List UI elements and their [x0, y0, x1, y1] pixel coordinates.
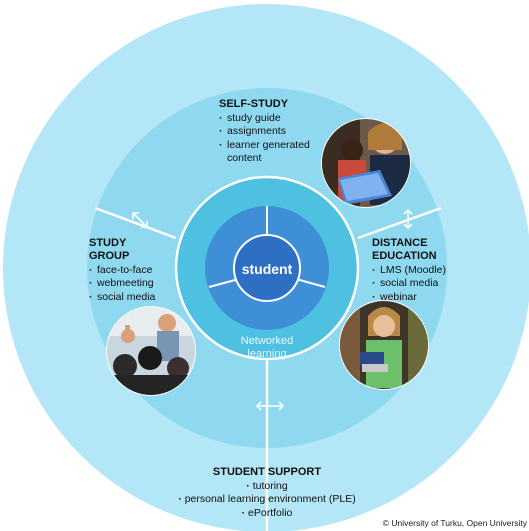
photo-distance-education [339, 300, 429, 390]
student-support-list: tutoring personal learning environment (… [0, 480, 529, 520]
list-item: face-to-face [89, 264, 155, 278]
distance-education-title-line1: DISTANCE [372, 237, 428, 249]
inner-ring-edge [174, 175, 360, 361]
core-inner [233, 234, 301, 302]
study-group-list: face-to-face webmeeting social media [89, 264, 155, 305]
distance-education-list: LMS (Moodle) social media webinar [372, 264, 446, 305]
list-item: LMS (Moodle) [372, 264, 446, 278]
list-item: personal learning environment (PLE) [0, 493, 529, 506]
double-arrow-icon [403, 208, 413, 230]
networked-label-line2: learning [247, 348, 286, 360]
double-arrow-icon [255, 401, 285, 411]
self-study-list: study guide assignments learner generate… [219, 112, 327, 166]
photo-study-group [106, 306, 196, 396]
photo-self-study [321, 118, 411, 208]
list-item: social media [89, 291, 155, 305]
double-arrow-icon [132, 212, 148, 228]
study-group-title-line2: GROUP [89, 250, 130, 262]
divider-right [357, 206, 442, 240]
copyright-credit: © University of Turku, Open University [382, 518, 527, 528]
list-item: assignments [219, 125, 327, 139]
list-item: study guide [219, 112, 327, 126]
self-study-title: SELF-STUDY [219, 98, 289, 110]
core-divider-left [208, 278, 240, 288]
list-item: tutoring [0, 480, 529, 493]
student-label: student [242, 261, 293, 277]
student-support-title: STUDENT SUPPORT [212, 466, 322, 478]
list-item: learner generated content [219, 139, 327, 166]
list-item: webinar [372, 291, 446, 305]
list-item: ePortfolio [0, 507, 529, 520]
networked-label-line1: Networked [241, 335, 294, 347]
distance-education-title-line2: EDUCATION [372, 250, 437, 262]
list-item: webmeeting [89, 277, 155, 291]
core-divider-right [295, 278, 326, 288]
list-item: social media [372, 277, 446, 291]
study-group-title-line1: STUDY [89, 237, 127, 249]
divider-left [94, 206, 177, 240]
